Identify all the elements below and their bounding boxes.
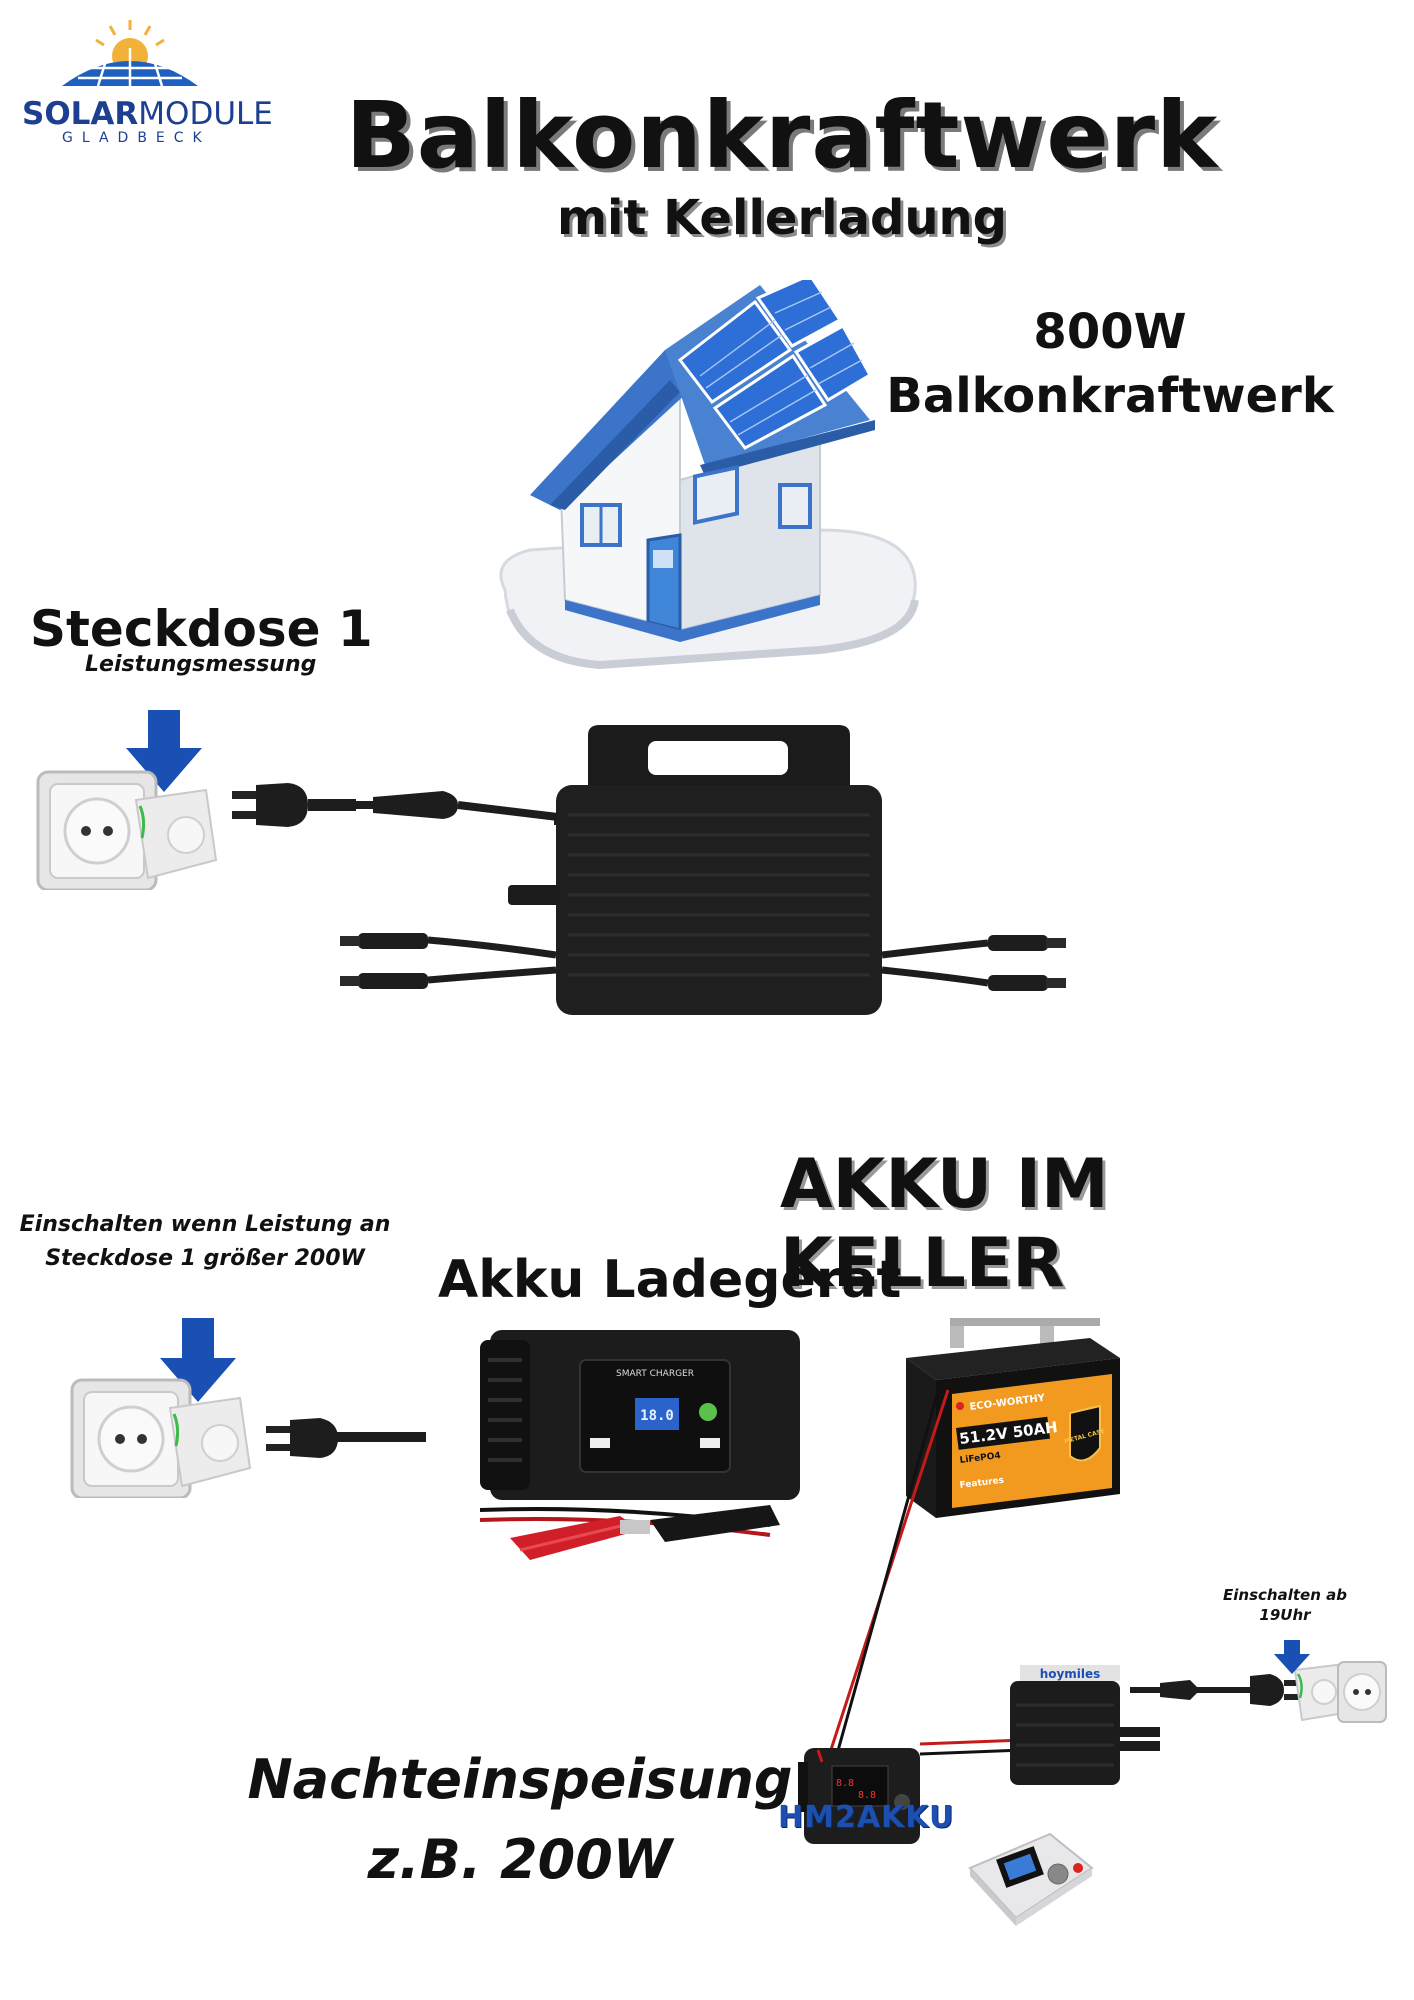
switch-rule-text: Einschalten wenn Leistung an Steckdose 1…	[10, 1208, 400, 1276]
pv-power-caption: Balkonkraftwerk	[886, 368, 1334, 424]
night-feed-text: Nachteinspeisung z.B. 200W	[240, 1740, 800, 1900]
house-solar-illustration	[499, 280, 919, 670]
hm2akku-label: HM2AKKU	[778, 1800, 955, 1835]
solar-panels-icon	[677, 280, 873, 450]
night-switch-line1: Einschalten ab	[1223, 1586, 1347, 1604]
night-switch-text: Einschalten ab 19Uhr	[1210, 1585, 1360, 1625]
socket1-with-smartplug	[36, 710, 218, 890]
charger-display-text: 18.0	[640, 1408, 674, 1424]
inverter-to-socket3	[1130, 1640, 1387, 1723]
night-feed-line1: Nachteinspeisung	[247, 1748, 793, 1811]
pv-power-value: 800W	[1033, 304, 1187, 360]
microinverter-with-cable	[232, 725, 1066, 1015]
page-subtitle: mit Kellerladung	[556, 190, 1008, 246]
controller-to-inverter-wires	[920, 1738, 1026, 1756]
hm2akku-controller-illustration: 8.8 8.8	[798, 1748, 920, 1844]
night-feed-line2: z.B. 200W	[367, 1828, 673, 1891]
sun-logo-icon	[62, 20, 198, 87]
svg-text:8.8: 8.8	[836, 1778, 854, 1789]
logo-subtitle: GLADBECK	[62, 130, 211, 146]
logo-brand: SOLARMODULE	[22, 96, 273, 132]
section-title-battery: AKKU IM KELLER	[780, 1145, 1109, 1303]
down-arrow-icon	[160, 1318, 236, 1402]
charger-brand-text: SMART CHARGER	[616, 1369, 694, 1379]
hoymiles-brand-text: hoymiles	[1040, 1667, 1101, 1681]
night-switch-line2: 19Uhr	[1259, 1606, 1311, 1624]
socket2-with-smartplug	[70, 1318, 426, 1498]
battery-type-text: LiFePO4	[959, 1451, 1001, 1466]
plug-icon	[266, 1418, 426, 1458]
plug-icon	[1250, 1674, 1300, 1706]
battery-charger-illustration: SMART CHARGER 18.0	[479, 1330, 800, 1560]
socket1-title: Steckdose 1	[30, 600, 373, 658]
down-arrow-icon	[126, 710, 202, 792]
down-arrow-icon	[1274, 1640, 1310, 1674]
plug-icon	[232, 783, 356, 827]
socket1-subtitle: Leistungsmessung	[85, 652, 317, 677]
logo: SOLARMODULE GLADBECK	[18, 16, 273, 146]
switch-rule-line2: Steckdose 1 größer 200W	[45, 1246, 365, 1271]
pv-power-label: 800W Balkonkraftwerk	[870, 300, 1350, 428]
page-title: Balkonkraftwerk	[345, 82, 1219, 189]
hoymiles-inverter-illustration: hoymiles	[1010, 1665, 1160, 1785]
battery-cables	[824, 1383, 950, 1766]
switch-rule-line1: Einschalten wenn Leistung an	[19, 1212, 391, 1237]
svg-text:8.8: 8.8	[858, 1790, 876, 1801]
power-meter-device-illustration	[968, 1832, 1094, 1926]
charger-title: Akku Ladegerät	[438, 1250, 902, 1310]
